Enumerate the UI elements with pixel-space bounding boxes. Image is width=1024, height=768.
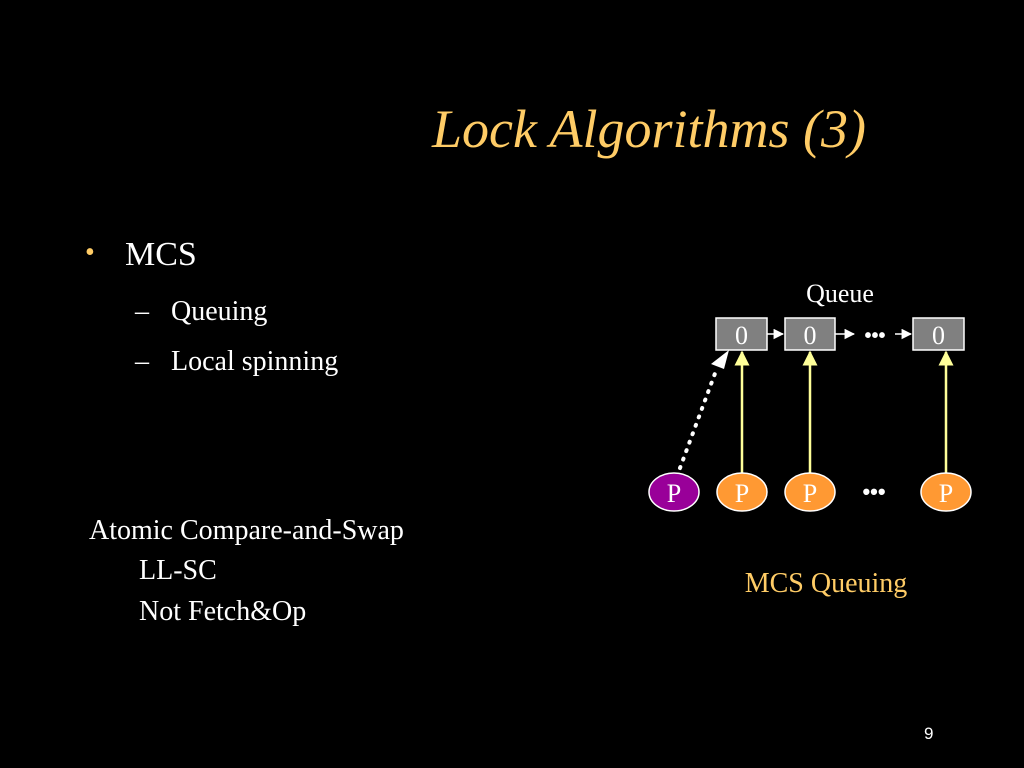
bullet-mcs: • MCS (85, 236, 197, 274)
queue-cell-1: 0 (715, 317, 768, 351)
slide-title: Lock Algorithms (3) (432, 99, 866, 159)
queue-cell-1-value: 0 (735, 321, 748, 350)
processor-2: P (784, 472, 836, 512)
processor-1-label: P (735, 479, 749, 508)
processor-ellipsis: ••• (862, 479, 885, 504)
page-number: 9 (924, 724, 934, 743)
sub-bullet-queuing-text: Queuing (171, 296, 268, 327)
queue-cell-2: 0 (784, 317, 836, 351)
enqueue-arrowhead (711, 350, 729, 369)
queue-cell-3-value: 0 (932, 321, 945, 350)
sub-bullet-local-spinning: –Local spinning (135, 346, 338, 378)
queue-label: Queue (806, 279, 874, 308)
processor-3-label: P (939, 479, 953, 508)
queue-ellipsis: ••• (864, 325, 885, 347)
processor-new: P (648, 472, 700, 512)
queue-cell-2-value: 0 (804, 321, 817, 350)
bullet-mcs-text: MCS (125, 236, 197, 273)
note-ll-sc: LL-SC (139, 555, 217, 586)
note-atomic-cas: Atomic Compare-and-Swap (89, 515, 404, 546)
sub-bullet-dash: – (135, 346, 149, 377)
processor-2-label: P (803, 479, 817, 508)
sub-bullet-queuing: –Queuing (135, 296, 267, 328)
bullet-dot: • (85, 237, 95, 268)
diagram-caption: MCS Queuing (745, 568, 908, 599)
processor-1: P (716, 472, 768, 512)
note-not-fetch-op: Not Fetch&Op (139, 596, 307, 627)
processor-3: P (920, 472, 972, 512)
processor-new-label: P (667, 479, 681, 508)
enqueue-dotted-arrow (678, 366, 719, 470)
sub-bullet-local-spinning-text: Local spinning (171, 346, 339, 377)
queue-cell-3: 0 (912, 317, 965, 351)
sub-bullet-dash: – (135, 296, 149, 327)
